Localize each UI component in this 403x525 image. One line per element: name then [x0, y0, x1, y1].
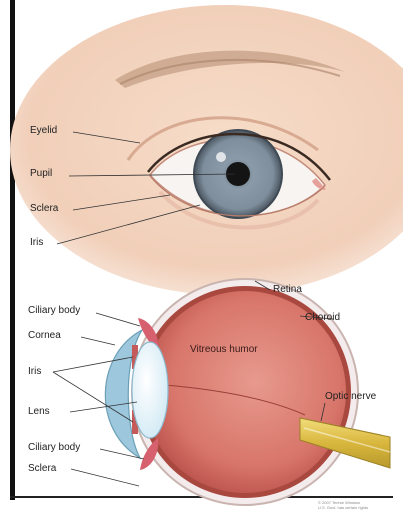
label-retina: Retina: [273, 284, 302, 296]
label-cornea: Cornea: [28, 330, 61, 342]
label-sclera: Sclera: [30, 203, 58, 215]
label-optic-nerve: Optic nerve: [325, 391, 376, 403]
label-iris: Iris: [30, 237, 43, 249]
label-eyelid: Eyelid: [30, 125, 57, 137]
external-eye: [10, 5, 403, 295]
label-pupil: Pupil: [30, 168, 52, 180]
label-iris-section: Iris: [28, 366, 41, 378]
label-ciliary-body-bottom: Ciliary body: [28, 442, 80, 454]
frame-left-bar: [10, 0, 15, 500]
label-choroid: Choroid: [305, 312, 340, 324]
illustration-credit: © 2007 Terese Winslow U.S. Govt. has cer…: [318, 500, 368, 510]
label-ciliary-body-top: Ciliary body: [28, 305, 80, 317]
credit-line-2: U.S. Govt. has certain rights: [318, 505, 368, 510]
label-vitreous-humor: Vitreous humor: [190, 344, 258, 355]
label-lens: Lens: [28, 406, 50, 418]
label-sclera-section: Sclera: [28, 463, 56, 475]
